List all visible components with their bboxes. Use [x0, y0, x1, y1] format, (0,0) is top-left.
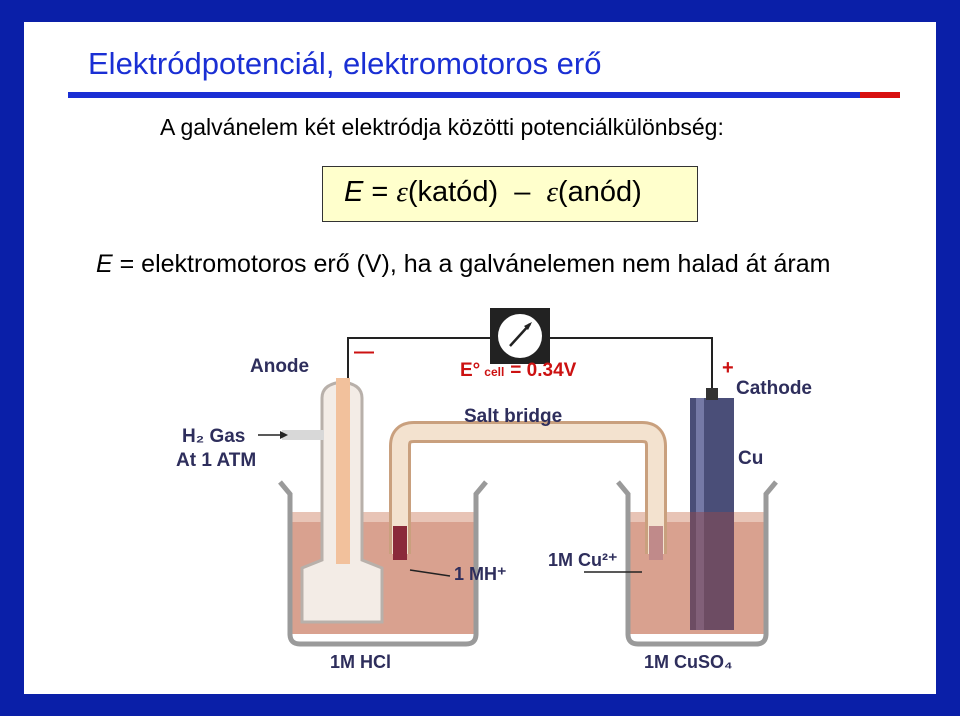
- ecell-value: = 0.34V: [510, 360, 576, 381]
- salt-bridge-label: Salt bridge: [464, 406, 562, 427]
- definition-symbol: E: [96, 250, 113, 278]
- left-beaker: [278, 480, 488, 647]
- gas-label-line1: H₂ Gas: [182, 426, 245, 447]
- formula-e: E: [344, 176, 364, 208]
- anode-sign: —: [354, 341, 374, 363]
- anode-label: Anode: [250, 356, 309, 377]
- salt-bridge-plug-left: [393, 526, 407, 560]
- page-title: Elektródpotenciál, elektromotoros erő: [88, 46, 602, 81]
- external-wire-right: [550, 337, 713, 390]
- ion-left-pointer: [409, 569, 451, 577]
- metal-label: Cu: [738, 448, 763, 469]
- definition-text: = elektromotoros erő (V), ha a galvánele…: [112, 250, 831, 278]
- formula-equals: =: [363, 176, 397, 208]
- title-underline-accent: [860, 92, 900, 98]
- formula-box: [322, 166, 698, 222]
- formula-cathode: (katód): [407, 176, 499, 208]
- ecell-sub: cell: [484, 365, 504, 379]
- cathode-label: Cathode: [736, 378, 812, 399]
- formula-minus: –: [498, 176, 547, 208]
- copper-electrode-submerged: [690, 512, 734, 630]
- formula-epsilon-cathode: ε: [396, 176, 408, 208]
- slide-background: [24, 22, 936, 694]
- external-wire: [347, 337, 490, 378]
- solution-left-label: 1M HCl: [330, 652, 391, 672]
- salt-bridge-plug-right: [649, 526, 663, 560]
- formula-anode: (anód): [557, 176, 642, 208]
- cathode-sign: +: [722, 357, 734, 379]
- emf-definition: E = elektromotoros erő (V), ha a galváne…: [96, 250, 830, 279]
- salt-bridge-inner: [392, 424, 664, 554]
- formula-epsilon-anode: ε: [546, 176, 558, 208]
- galvanic-cell-diagram: Anode — + Cathode E° cell = 0.34V Salt bri…: [176, 308, 812, 672]
- solution-right-label: 1M CuSO₄: [644, 652, 733, 672]
- gas-label-line2: At 1 ATM: [176, 450, 256, 471]
- ecell-label: E° cell = 0.34V: [460, 360, 577, 381]
- gas-inlet-tube: [282, 430, 324, 440]
- right-beaker: [616, 480, 778, 647]
- platinum-electrode: [336, 378, 350, 564]
- ecell-prefix: E°: [460, 360, 480, 381]
- ion-left-label: 1 MH⁺: [454, 564, 507, 584]
- left-solution-surface: [290, 512, 476, 522]
- voltmeter-needle-tip: [524, 322, 532, 330]
- copper-electrode-cap: [706, 388, 718, 400]
- emf-formula: E = ε(katód) – ε(anód): [344, 176, 642, 209]
- ion-right-label: 1M Cu²⁺: [548, 550, 618, 570]
- title-underline: [68, 92, 900, 98]
- subtitle: A galvánelem két elektródja közötti pote…: [160, 114, 724, 140]
- gas-arrow-head: [280, 431, 288, 439]
